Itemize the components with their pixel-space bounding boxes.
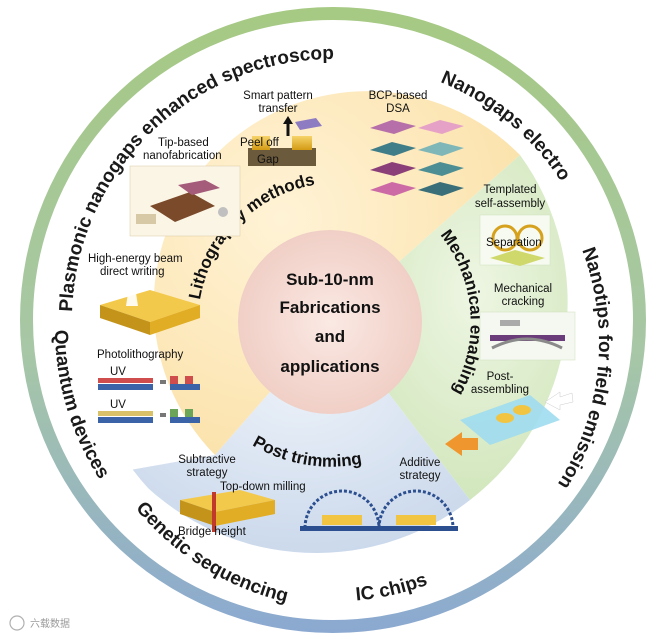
subtractive-label-2: strategy <box>187 467 228 479</box>
beam-label-2: direct writing <box>100 266 165 278</box>
tip-based-illustration <box>129 165 241 237</box>
beam-writing-illustration <box>100 280 200 335</box>
smart-pattern-label-1: Smart pattern <box>243 90 313 102</box>
photolithography-illustration: UV UV <box>98 366 200 423</box>
svg-text:六载数据: 六载数据 <box>30 617 70 630</box>
bcp-label-2: DSA <box>386 103 410 115</box>
templated-label-1: Templated <box>483 184 536 196</box>
separation-label: Separation <box>486 237 542 249</box>
cracking-label-1: Mechanical <box>494 283 552 295</box>
center-disc <box>238 230 422 414</box>
watermark-logo: 六载数据 <box>9 615 70 631</box>
bcp-layers-illustration <box>370 120 464 196</box>
gap-label: Gap <box>257 154 279 166</box>
cracking-label-2: cracking <box>502 296 545 308</box>
smart-pattern-illustration <box>248 116 322 166</box>
tip-label-1: Tip-based <box>158 137 209 149</box>
center-line-4: applications <box>280 357 379 376</box>
post-assembling-label-1: Post- <box>487 371 514 383</box>
additive-label-2: strategy <box>400 470 441 482</box>
additive-label-1: Additive <box>400 457 441 469</box>
center-line-3: and <box>315 327 345 346</box>
svg-text:UV: UV <box>110 399 126 411</box>
bridge-height-label: Bridge height <box>178 526 247 538</box>
templated-assembly-illustration <box>479 214 551 266</box>
additive-illustration <box>300 489 458 531</box>
subtractive-label-1: Subtractive <box>178 454 236 466</box>
bcp-label-1: BCP-based <box>369 90 428 102</box>
svg-text:UV: UV <box>110 366 126 378</box>
peel-off-label: Peel off <box>240 137 280 149</box>
post-assembling-illustration <box>445 391 574 456</box>
smart-pattern-label-2: transfer <box>259 103 298 115</box>
top-down-milling-label: Top-down milling <box>220 481 306 493</box>
photolithography-label: Photolithography <box>97 349 184 361</box>
inner-disc-border <box>81 68 585 572</box>
templated-label-2: self-assembly <box>475 198 546 210</box>
tip-label-2: nanofabrication <box>143 150 222 162</box>
center-line-1: Sub-10-nm <box>286 270 374 289</box>
center-line-2: Fabrications <box>279 298 380 317</box>
subtractive-illustration <box>180 490 275 532</box>
mechanical-cracking-illustration <box>479 311 576 361</box>
beam-label-1: High-energy beam <box>88 253 183 265</box>
post-assembling-label-2: assembling <box>471 384 529 396</box>
